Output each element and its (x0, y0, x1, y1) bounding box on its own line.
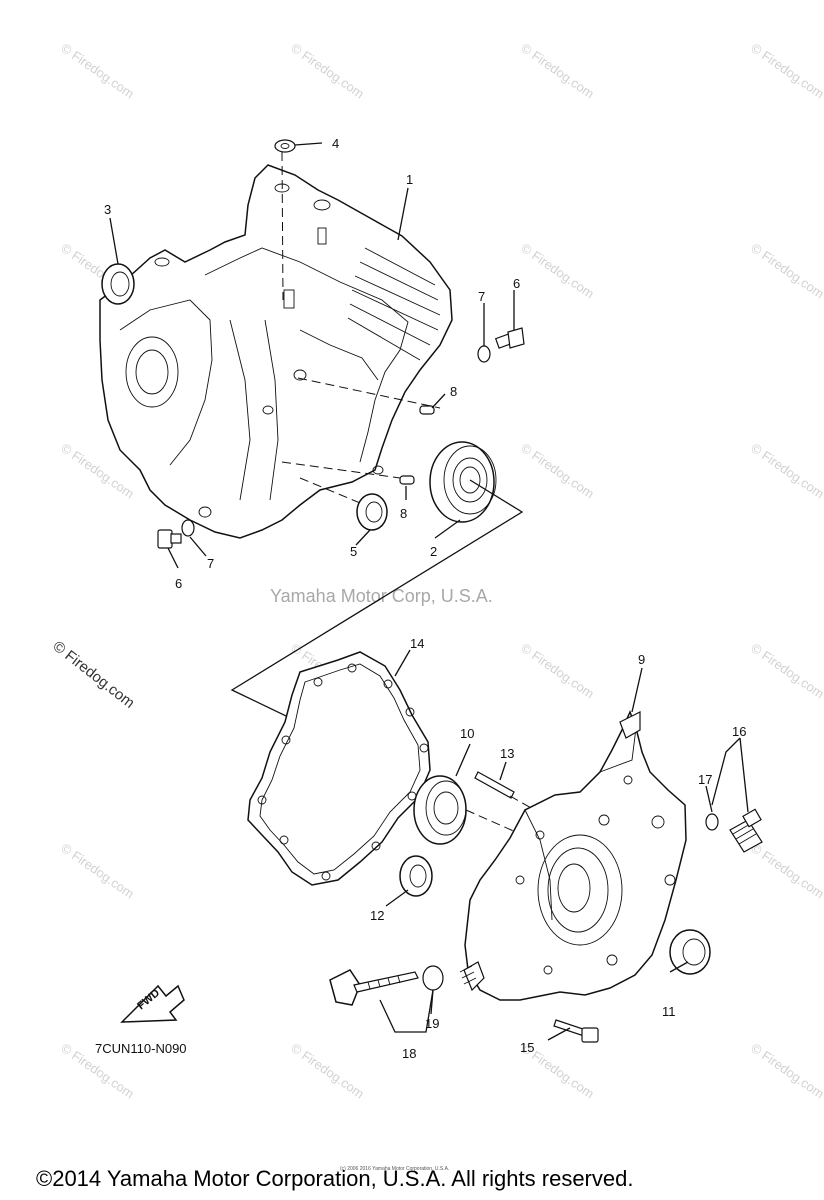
callout-1: 1 (406, 172, 413, 187)
callout-12: 12 (370, 908, 384, 923)
callout-18: 18 (402, 1046, 416, 1061)
watermark-text: © Firedog.com (58, 40, 137, 101)
dashed-guide (281, 151, 284, 301)
callout-numbers: 1 2 3 4 5 6 6 7 7 8 8 9 10 11 12 13 14 1… (104, 136, 746, 1061)
cover-drain-boss (463, 961, 485, 992)
dashed-guide (281, 461, 401, 479)
leader-lines (109, 142, 749, 1041)
watermark-text: © Firedog.com (748, 840, 824, 901)
watermark-text: © Firedog.com (748, 1040, 824, 1101)
crankcase-boss (154, 257, 170, 267)
watermark-text: © Firedog.com (748, 440, 824, 501)
crankcase-boss (262, 405, 274, 415)
callout-6-upper: 6 (513, 276, 520, 291)
callout-7-lower: 7 (207, 556, 214, 571)
crankcase-cylinder-left (119, 299, 213, 466)
oil-seal-12 (399, 855, 433, 897)
watermark-text: © Firedog.com (58, 840, 137, 901)
dashed-guide (299, 477, 366, 506)
diagram-code: 7CUN110-N090 (95, 1041, 187, 1056)
bearing-2 (429, 441, 497, 523)
callout-17: 17 (698, 772, 712, 787)
callout-13: 13 (500, 746, 514, 761)
watermark-text: © Firedog.com (518, 240, 597, 301)
bearing-10 (413, 775, 467, 845)
watermark-text: © Firedog.com (288, 40, 367, 101)
watermark-text: © Firedog.com (748, 640, 824, 701)
callout-3: 3 (104, 202, 111, 217)
left-watermark: © Firedog.com (50, 638, 138, 712)
watermark-text: © Firedog.com (288, 1040, 367, 1101)
crankcase-rib (229, 319, 251, 501)
callout-8-lower: 8 (400, 506, 407, 521)
crankcase-assembly (99, 151, 453, 539)
bolt-15 (553, 1019, 599, 1043)
washer-7-upper (477, 345, 491, 363)
crankcase-boss (372, 465, 384, 475)
callout-5: 5 (350, 544, 357, 559)
watermark-text: © Firedog.com (748, 240, 824, 301)
plug-bolt-16 (729, 808, 763, 853)
copyright-footer: ©2014 Yamaha Motor Corporation, U.S.A. A… (36, 1166, 633, 1191)
washer-7-lower (181, 519, 195, 537)
callout-15: 15 (520, 1040, 534, 1055)
oil-seal-5 (356, 493, 388, 531)
crankcase-boss (313, 199, 331, 211)
crankcase-fins (347, 247, 441, 361)
callout-11: 11 (662, 1004, 676, 1019)
crankcase-bearing-bore (125, 336, 179, 408)
callout-14: 14 (410, 636, 424, 651)
washer-4 (274, 139, 296, 153)
center-watermark: Yamaha Motor Corp, U.S.A. (270, 586, 493, 606)
oil-seal-11 (669, 929, 711, 975)
gasket-14 (247, 651, 431, 886)
watermark-text: © Firedog.com (518, 40, 597, 101)
crankcase-bearing-bore-inner (135, 349, 169, 395)
oil-seal-3 (101, 263, 135, 305)
dipstick-18 (329, 969, 419, 1006)
dashed-guide (297, 377, 441, 409)
crankcase-post (283, 289, 295, 309)
callout-19: 19 (425, 1016, 439, 1031)
crankcase-cover-9 (459, 710, 687, 1001)
callout-8-upper: 8 (450, 384, 457, 399)
bolt-6-upper (494, 327, 525, 349)
fine-print: (c) 2006 2016 Yamaha Motor Corporation, … (340, 1166, 449, 1172)
callout-7-upper: 7 (478, 289, 485, 304)
crankcase-rib (299, 329, 379, 381)
bolt-6-lower (157, 529, 182, 549)
callout-10: 10 (460, 726, 474, 741)
crankcase-rib (264, 319, 279, 501)
callout-4: 4 (332, 136, 339, 151)
dowel-pin-8-lower (399, 475, 415, 485)
dowel-pin-13 (474, 771, 515, 799)
watermark-layer: © Firedog.com © Firedog.com © Firedog.co… (58, 40, 824, 1101)
fwd-arrow-icon: FWD (120, 984, 185, 1023)
o-ring-17 (705, 813, 719, 831)
callout-16: 16 (732, 724, 746, 739)
crankcase-wall-inner (204, 247, 409, 463)
watermark-text: © Firedog.com (748, 40, 824, 101)
crankcase-body (99, 164, 453, 539)
callout-6-lower: 6 (175, 576, 182, 591)
watermark-text: © Firedog.com (518, 640, 597, 701)
crankcase-boss (198, 506, 212, 518)
callout-9: 9 (638, 652, 645, 667)
cover-top-boss (619, 711, 641, 739)
dowel-pin-8-upper (419, 405, 435, 415)
callout-2: 2 (430, 544, 437, 559)
o-ring-19 (422, 965, 444, 991)
crankcase-boss (293, 369, 307, 381)
crankcase-post (317, 227, 327, 245)
watermark-text: © Firedog.com (518, 440, 597, 501)
